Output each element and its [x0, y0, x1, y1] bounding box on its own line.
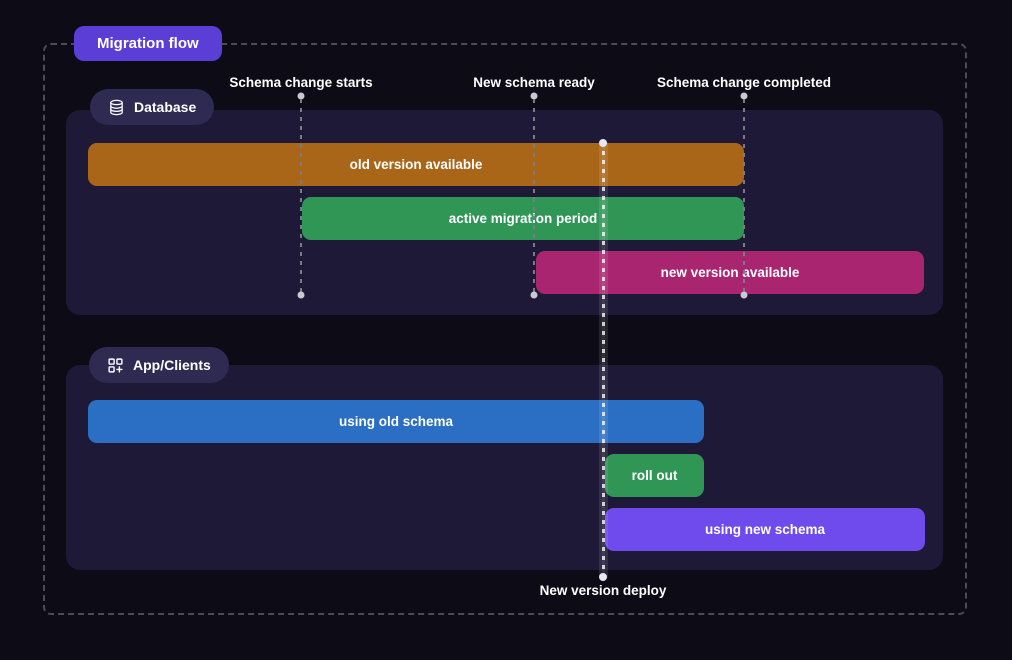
marker-dot-top — [740, 92, 748, 100]
marker-dot-bottom — [740, 291, 748, 299]
deploy-marker-dot-bottom — [599, 573, 607, 581]
marker-dot-top — [530, 92, 538, 100]
bar-label: using old schema — [338, 414, 454, 429]
title-badge: Migration flow — [74, 26, 222, 61]
marker-line-schema-change-completed — [743, 99, 745, 293]
deploy-marker-dot-top — [599, 139, 607, 147]
marker-line-new-schema-ready — [533, 99, 535, 293]
app-clients-badge: App/Clients — [89, 347, 229, 383]
database-badge: Database — [90, 89, 215, 125]
bar-label: using new schema — [704, 522, 826, 537]
marker-line-schema-change-starts — [300, 99, 302, 293]
marker-label-schema-change-completed: Schema change completed — [656, 75, 832, 90]
bar-label: active migration period — [448, 211, 598, 226]
marker-label-new-schema-ready: New schema ready — [473, 75, 595, 90]
bar-active-migration-period: active migration period — [302, 197, 744, 240]
bar-new-version-available: new version available — [536, 251, 924, 294]
marker-dot-bottom — [297, 291, 305, 299]
app-clients-badge-label: App/Clients — [133, 357, 211, 373]
database-badge-label: Database — [134, 99, 197, 115]
page-title: Migration flow — [97, 35, 199, 52]
bar-using-old-schema: using old schema — [88, 400, 704, 443]
grid-plus-icon — [107, 357, 124, 374]
marker-label-schema-change-starts: Schema change starts — [229, 75, 373, 90]
bar-label: old version available — [349, 157, 483, 172]
diagram-dashed-frame — [43, 43, 967, 615]
bar-roll-out: roll out — [605, 454, 704, 497]
bar-using-new-schema: using new schema — [605, 508, 925, 551]
bar-label: roll out — [631, 468, 678, 483]
bar-label: new version available — [660, 265, 800, 280]
marker-label-new-version-deploy: New version deploy — [539, 583, 667, 598]
marker-dot-bottom — [530, 291, 538, 299]
marker-dot-top — [297, 92, 305, 100]
deploy-marker-line — [599, 142, 608, 578]
bar-old-version-available: old version available — [88, 143, 744, 186]
database-icon — [108, 99, 125, 116]
